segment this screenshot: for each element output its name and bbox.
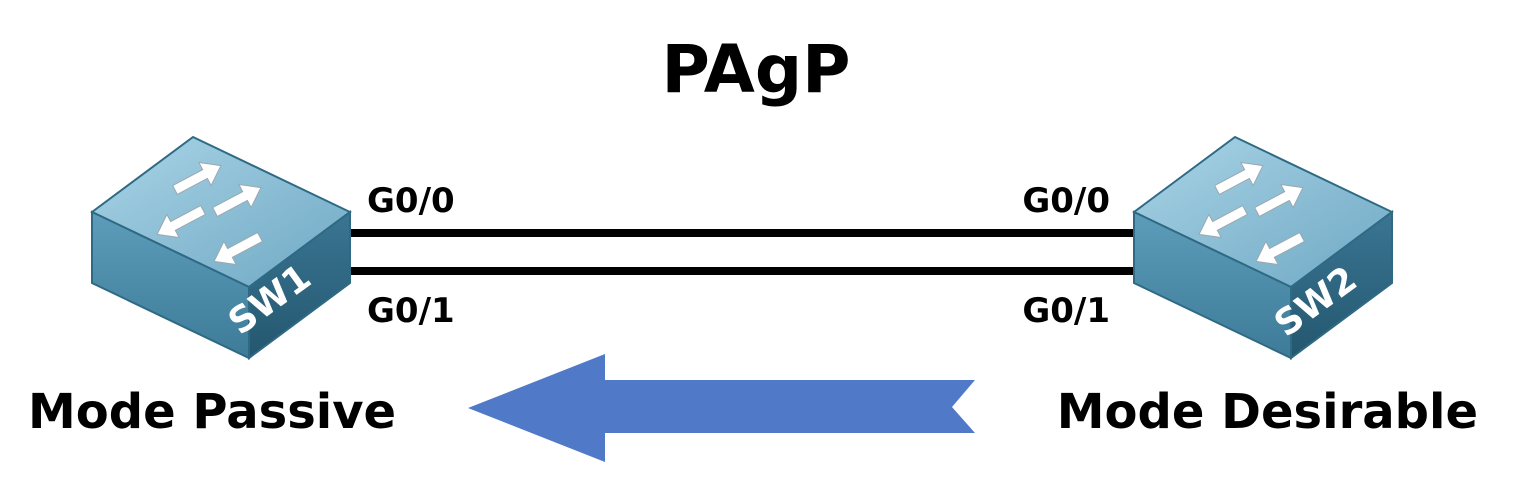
sw2-port-g0-1: G0/1 [1022, 291, 1110, 331]
switch-sw1: SW1 [90, 135, 352, 360]
sw2-port-g0-0: G0/0 [1022, 181, 1110, 221]
sw2-mode-label: Mode Desirable [1057, 384, 1478, 440]
sw1-port-g0-1: G0/1 [367, 291, 455, 331]
sw1-mode-label: Mode Passive [28, 384, 396, 440]
switch-sw2-side [1290, 210, 1393, 360]
negotiation-arrow-icon [468, 354, 975, 462]
switch-sw2: SW2 [1132, 135, 1394, 360]
diagram-title: PAgP [661, 31, 850, 108]
switch-sw1-side [248, 210, 351, 360]
sw1-port-g0-0: G0/0 [367, 181, 455, 221]
